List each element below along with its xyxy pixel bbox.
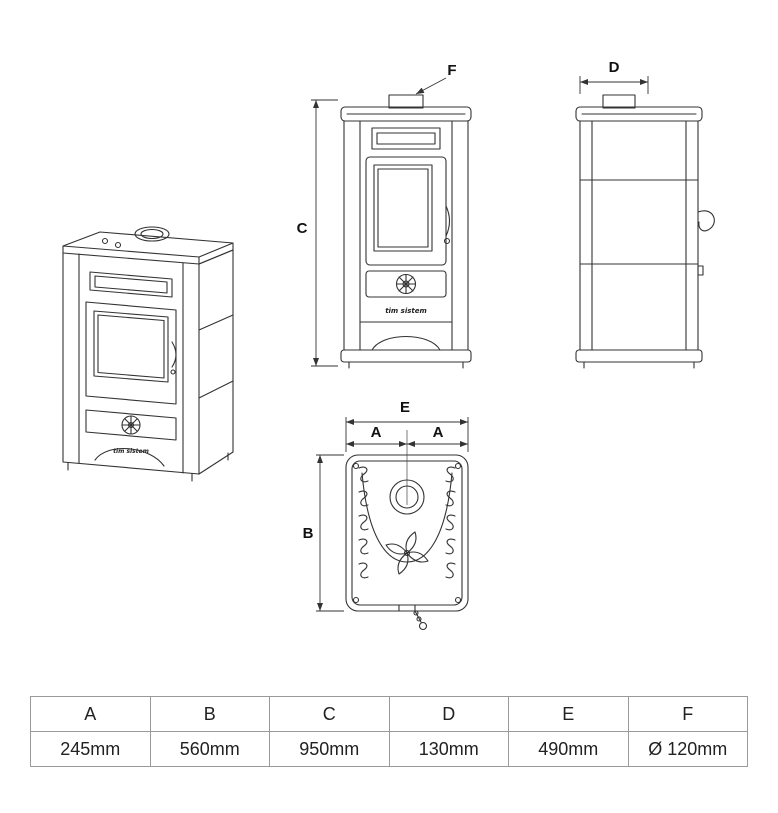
dimension-b: B: [303, 454, 344, 612]
flue-collar-side: [602, 94, 636, 109]
dimension-value-f: Ø 120mm: [627, 731, 748, 767]
dimension-value-c: 950mm: [269, 731, 390, 767]
windmill-rosette: [385, 531, 429, 575]
door-handle: [445, 205, 451, 237]
dimension-d: D: [579, 59, 649, 94]
stove-technical-drawing: tim sistem: [62, 59, 715, 631]
dimension-value-a: 245mm: [30, 731, 151, 767]
col-header-f: F: [627, 696, 748, 732]
col-header-b: B: [149, 696, 270, 732]
dimension-c: C: [297, 99, 338, 367]
brand-logo-front: tim sistem: [385, 307, 427, 315]
pull-chain: [413, 610, 419, 616]
col-header-d: D: [388, 696, 509, 732]
dimension-table: A B C D E F 245mm 560mm 950mm 130mm 490m…: [30, 696, 748, 767]
dim-label-e: E: [400, 399, 410, 416]
col-header-c: C: [269, 696, 390, 732]
table-value-row: 245mm 560mm 950mm 130mm 490mm Ø 120mm: [30, 731, 748, 767]
dimension-value-d: 130mm: [388, 731, 509, 767]
door-handle: [171, 341, 177, 368]
dimension-value-e: 490mm: [508, 731, 629, 767]
dim-label-f: F: [447, 62, 456, 79]
col-header-a: A: [30, 696, 151, 732]
flue-collar: [388, 94, 424, 109]
dim-label-b: B: [303, 525, 314, 542]
side-view: [575, 94, 715, 369]
dim-label-d: D: [609, 59, 620, 76]
front-view: tim sistem: [340, 94, 472, 369]
col-header-e: E: [508, 696, 629, 732]
dimension-value-b: 560mm: [149, 731, 270, 767]
cowl-outline: [361, 472, 453, 563]
dimension-a: A A: [346, 424, 468, 505]
dim-label-c: C: [297, 220, 308, 237]
dim-label-a-right: A: [433, 424, 444, 441]
side-handle: [697, 210, 715, 232]
brand-logo-perspective: tim sistem: [113, 448, 149, 455]
dim-label-a-left: A: [371, 424, 382, 441]
perspective-view: tim sistem: [62, 226, 234, 482]
dimension-f: F: [415, 62, 457, 95]
table-header-row: A B C D E F: [30, 696, 748, 732]
top-view: [345, 454, 469, 631]
flue-leader-arrow: [415, 77, 447, 95]
